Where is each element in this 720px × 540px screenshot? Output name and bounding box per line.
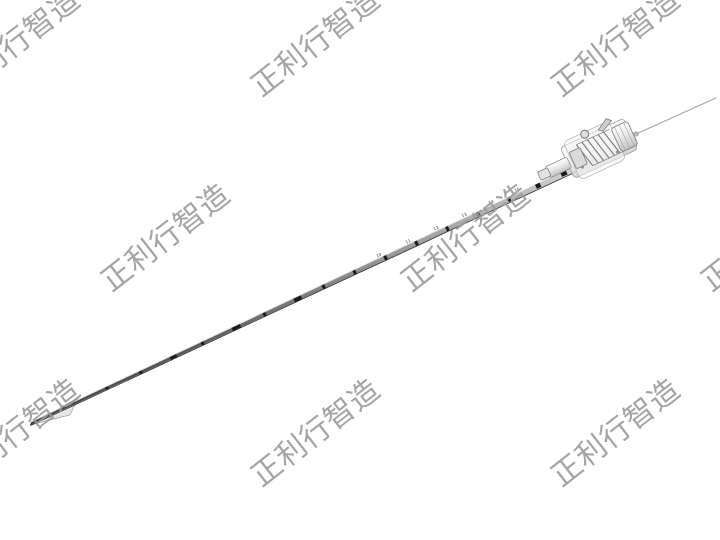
depth-mark-label: 11	[405, 238, 412, 245]
depth-mark-label: 13	[461, 211, 468, 218]
depth-mark-label: 10	[375, 252, 382, 259]
hub-grip-ridges	[614, 122, 635, 151]
depth-mark-label: 14	[488, 199, 495, 206]
needle-shaft-group: 10 11 12 13 14 15	[29, 156, 596, 426]
needle-shaft	[30, 156, 596, 426]
housing-screw-icon	[615, 150, 619, 154]
handle-assembly[interactable]	[529, 111, 641, 195]
shaft-shadow-edge	[30, 162, 596, 426]
fire-button[interactable]	[579, 129, 590, 140]
shaft-highlight-edge	[30, 156, 595, 423]
housing-screw-icon	[581, 165, 584, 169]
shaft-body	[30, 156, 596, 426]
depth-mark-label: 15	[514, 186, 521, 193]
handle-end-cap	[537, 167, 552, 181]
marker-band	[169, 353, 178, 362]
depth-graduation-marks: 10 11 12 13 14 15	[375, 186, 521, 258]
stylet-wire-anchor	[633, 131, 639, 137]
marker-band	[293, 294, 303, 303]
cocking-lever[interactable]	[595, 117, 614, 133]
stylet-wire	[635, 97, 717, 135]
depth-mark-label: 12	[433, 225, 440, 232]
internal-coil-spring	[575, 129, 626, 167]
marker-band	[231, 323, 242, 332]
